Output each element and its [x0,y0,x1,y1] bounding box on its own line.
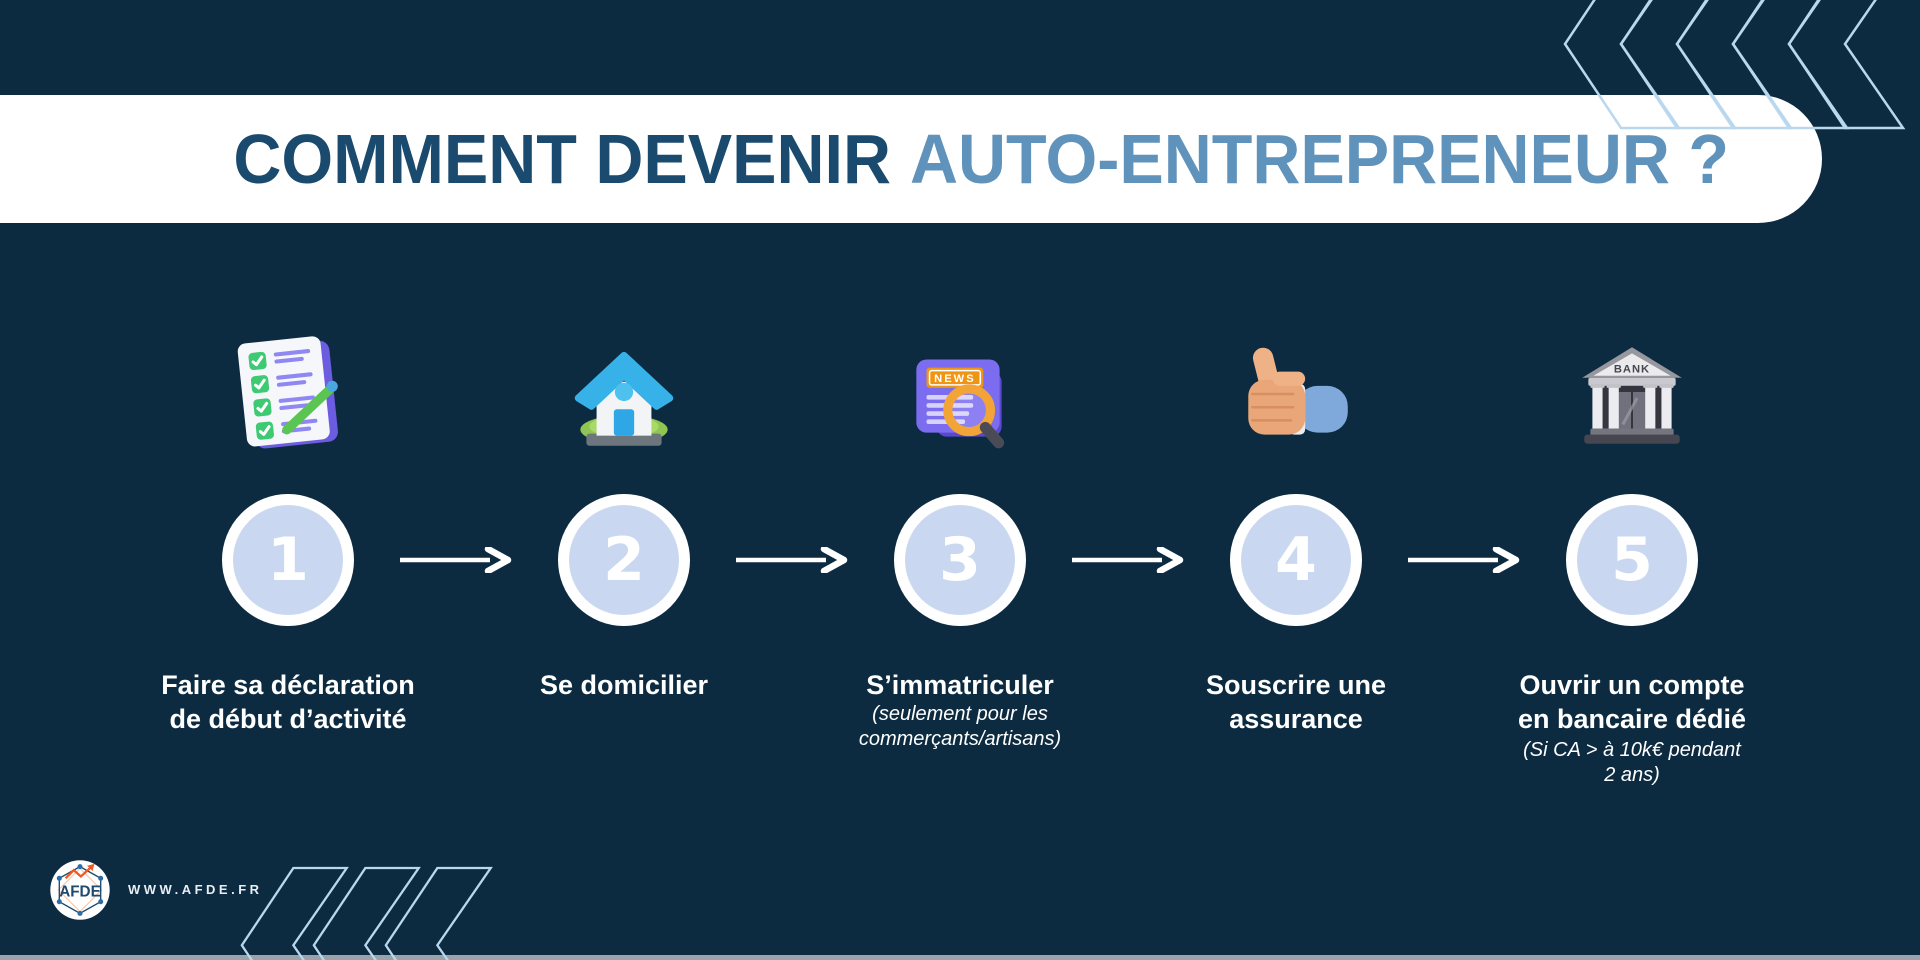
arrow-step3-to-step4 [1072,547,1184,573]
step-3-number-badge: 3 [894,494,1026,626]
page-title-primary: COMMENT DEVENIR [233,120,891,198]
page-title-accent: AUTO-ENTREPRENEUR ? [909,120,1729,198]
step-4-number-badge: 4 [1230,494,1362,626]
afde-logo: AFDE [50,860,110,920]
step-4-number: 4 [1275,525,1317,595]
website-url: WWW.AFDE.FR [128,882,263,897]
arrow-step2-to-step3 [736,547,848,573]
step-3-number: 3 [939,525,981,595]
chevrons-bottom-left-decoration [240,866,493,960]
bottom-strip [0,955,1920,960]
thumbs-up-icon [1248,347,1348,435]
step-3: NEWS 3 S’immatriculer (seulement pour le… [780,0,1140,960]
news-magnifier-icon: NEWS [916,359,1005,449]
step-5-note: (Si CA > à 10k€ pendant 2 ans) [1523,739,1741,786]
step-1-icon-wrap [108,326,468,460]
arrow-step1-to-step2 [400,547,512,573]
step-3-icon-wrap: NEWS [780,326,1140,460]
step-3-label: S’immatriculer [866,670,1054,700]
step-2-icon-wrap [444,326,804,460]
step-2-number-badge: 2 [558,494,690,626]
step-1-number: 1 [267,525,309,595]
step-3-note: (seulement pour les commerçants/artisans… [858,703,1062,750]
step-2-label: Se domicilier [539,670,709,700]
step-5-icon-wrap: BANK [1452,326,1812,460]
step-1-number-badge: 1 [222,494,354,626]
step-4-icon-wrap [1116,326,1476,460]
step-4-label: Souscrire une assurance [1205,670,1387,734]
arrow-step4-to-step5 [1408,547,1520,573]
step-2-number: 2 [603,525,645,595]
house-icon [574,351,674,446]
bank-icon: BANK [1582,347,1682,444]
step-1-label: Faire sa déclaration de début d’activité [161,670,415,734]
checklist-icon [237,336,338,449]
step-5: BANK 5 [1452,0,1812,960]
step-5-number: 5 [1611,525,1653,595]
step-5-label: Ouvrir un compte en bancaire dédié [1517,670,1747,734]
bank-icon-label: BANK [1614,364,1650,376]
news-icon-label: NEWS [934,373,976,385]
step-2: 2 Se domicilier [444,0,804,960]
chevrons-top-right-decoration [1563,0,1906,130]
step-5-number-badge: 5 [1566,494,1698,626]
step-4: 4 Souscrire une assurance [1116,0,1476,960]
afde-logo-text: AFDE [59,883,101,900]
step-1: 1 Faire sa déclaration de début d’activi… [108,0,468,960]
